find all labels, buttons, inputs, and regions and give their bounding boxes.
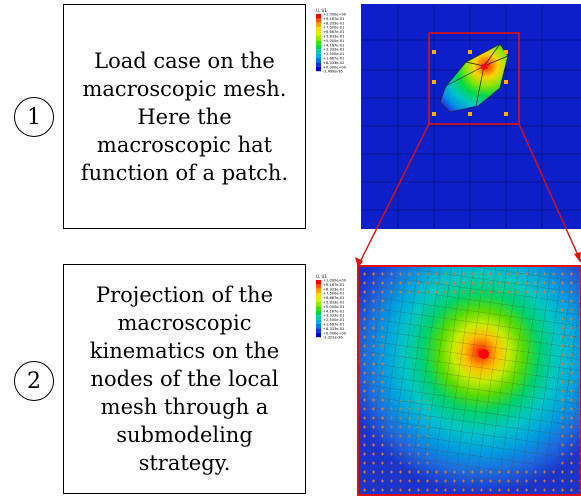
local-mesh <box>359 266 581 494</box>
legend-value-label: -3.322e-16 <box>323 336 343 340</box>
step-1-description: Load case on the macroscopic mesh. Here … <box>63 4 306 229</box>
legend-color-swatch <box>316 62 321 67</box>
step-2-line: strategy. <box>138 451 231 475</box>
step-2-number-label: 2 <box>27 368 41 394</box>
legend-value-label: +5.000e-01 <box>323 305 344 309</box>
legend-color-swatch <box>316 27 321 32</box>
local-mesh-node-markers <box>359 266 581 494</box>
legend-top-colorbar <box>316 14 321 72</box>
legend-color-swatch <box>316 49 321 54</box>
legend-color-swatch <box>316 306 321 311</box>
legend-value-label: +0.000e+00 <box>323 331 347 335</box>
local-mesh-highlight-box <box>357 265 581 496</box>
legend-color-swatch <box>316 44 321 50</box>
legend-value-label: +3.333e-01 <box>323 48 344 52</box>
legend-color-swatch <box>316 310 321 316</box>
step-2-description: Projection of the macroscopic kinematics… <box>63 264 306 494</box>
step-1-line: macroscopic mesh. <box>82 76 287 101</box>
patch-node-markers <box>432 50 508 116</box>
legend-value-label: +7.500e-01 <box>323 26 344 30</box>
legend-value-label: +5.000e-01 <box>323 39 344 43</box>
legend-color-swatch <box>316 18 321 23</box>
legend-value-label: +8.333e-02 <box>323 327 344 331</box>
legend-value-label: +2.500e-01 <box>323 52 344 56</box>
legend-value-label: +1.000e+00 <box>323 13 347 17</box>
legend-top-title: U, U1 <box>316 8 327 13</box>
legend-value-label: +8.333e-02 <box>323 61 344 65</box>
step-2-line: submodeling <box>116 423 253 447</box>
legend-value-label: +9.167e-01 <box>323 17 344 21</box>
legend-value-label: +3.333e-01 <box>323 314 344 318</box>
legend-color-swatch <box>316 14 321 19</box>
step-2-line: nodes of the local <box>90 367 279 391</box>
step-2-line: mesh through a <box>100 395 269 419</box>
patch-element-edges <box>445 43 509 107</box>
patch-highlight-box <box>428 32 520 125</box>
legend-color-swatch <box>316 302 321 307</box>
legend-color-swatch <box>316 66 321 72</box>
step-1-line: macroscopic hat <box>96 132 273 157</box>
step-1-number: 1 <box>14 97 54 137</box>
step-1-line: function of a patch. <box>80 160 289 185</box>
legend-value-label: +7.500e-01 <box>323 292 344 296</box>
step-2-line: kinematics on the <box>89 339 280 363</box>
legend-bottom-title: U, U1 <box>316 274 327 279</box>
legend-color-swatch <box>316 40 321 45</box>
legend-value-label: +4.167e-01 <box>323 309 344 313</box>
zoom-connector-right <box>518 123 581 263</box>
legend-color-swatch <box>316 31 321 36</box>
legend-color-swatch <box>316 284 321 289</box>
legend-value-label: +4.167e-01 <box>323 43 344 47</box>
legend-color-swatch <box>316 324 321 329</box>
hat-function-patch <box>439 43 509 113</box>
legend-value-label: +9.167e-01 <box>323 283 344 287</box>
legend-color-swatch <box>316 332 321 338</box>
step-2-line: Projection of the <box>96 283 273 307</box>
legend-value-label: -2.498e-16 <box>323 70 343 74</box>
step-2-number: 2 <box>14 361 54 401</box>
legend-value-label: +2.500e-01 <box>323 318 344 322</box>
step-1-line: Here the <box>137 104 232 129</box>
zoom-arrowhead-left <box>355 257 363 268</box>
legend-bottom: U, U1 +1.000e+00+9.167e-01+8.333e-01+7.5… <box>313 272 357 342</box>
legend-color-swatch <box>316 319 321 324</box>
legend-value-label: +8.333e-01 <box>323 21 344 25</box>
legend-top-labels: +1.000e+00+9.167e-01+8.333e-01+7.500e-01… <box>323 13 347 74</box>
legend-value-label: +1.667e-01 <box>323 57 344 61</box>
legend-value-label: +0.000e+00 <box>323 65 347 69</box>
legend-value-label: +1.000e+00 <box>323 279 347 283</box>
legend-value-label: +5.833e-01 <box>323 301 344 305</box>
zoom-arrowhead-right <box>574 252 581 262</box>
legend-value-label: +5.833e-01 <box>323 35 344 39</box>
legend-value-label: +1.667e-01 <box>323 323 344 327</box>
legend-color-swatch <box>316 328 321 333</box>
legend-value-label: +6.667e-01 <box>323 296 344 300</box>
step-1-number-label: 1 <box>27 104 41 130</box>
legend-value-label: +8.333e-01 <box>323 287 344 291</box>
zoom-connector-left <box>357 123 430 267</box>
legend-color-swatch <box>316 58 321 63</box>
step-2-line: macroscopic <box>117 311 252 335</box>
legend-value-label: +6.667e-01 <box>323 30 344 34</box>
step-1-line: Load case on the <box>94 48 275 73</box>
legend-color-swatch <box>316 280 321 285</box>
legend-color-swatch <box>316 53 321 58</box>
legend-color-swatch <box>316 297 321 302</box>
patch-peak <box>481 64 487 70</box>
legend-bottom-labels: +1.000e+00+9.167e-01+8.333e-01+7.500e-01… <box>323 279 347 340</box>
legend-color-swatch <box>316 36 321 41</box>
legend-color-swatch <box>316 293 321 298</box>
legend-bottom-colorbar <box>316 280 321 338</box>
legend-top: U, U1 +1.000e+00+9.167e-01+8.333e-01+7.5… <box>313 6 359 76</box>
legend-color-swatch <box>316 288 321 294</box>
legend-color-swatch <box>316 22 321 28</box>
legend-color-swatch <box>316 315 321 320</box>
macroscopic-mesh <box>361 4 581 229</box>
local-mesh-peak <box>479 349 489 359</box>
